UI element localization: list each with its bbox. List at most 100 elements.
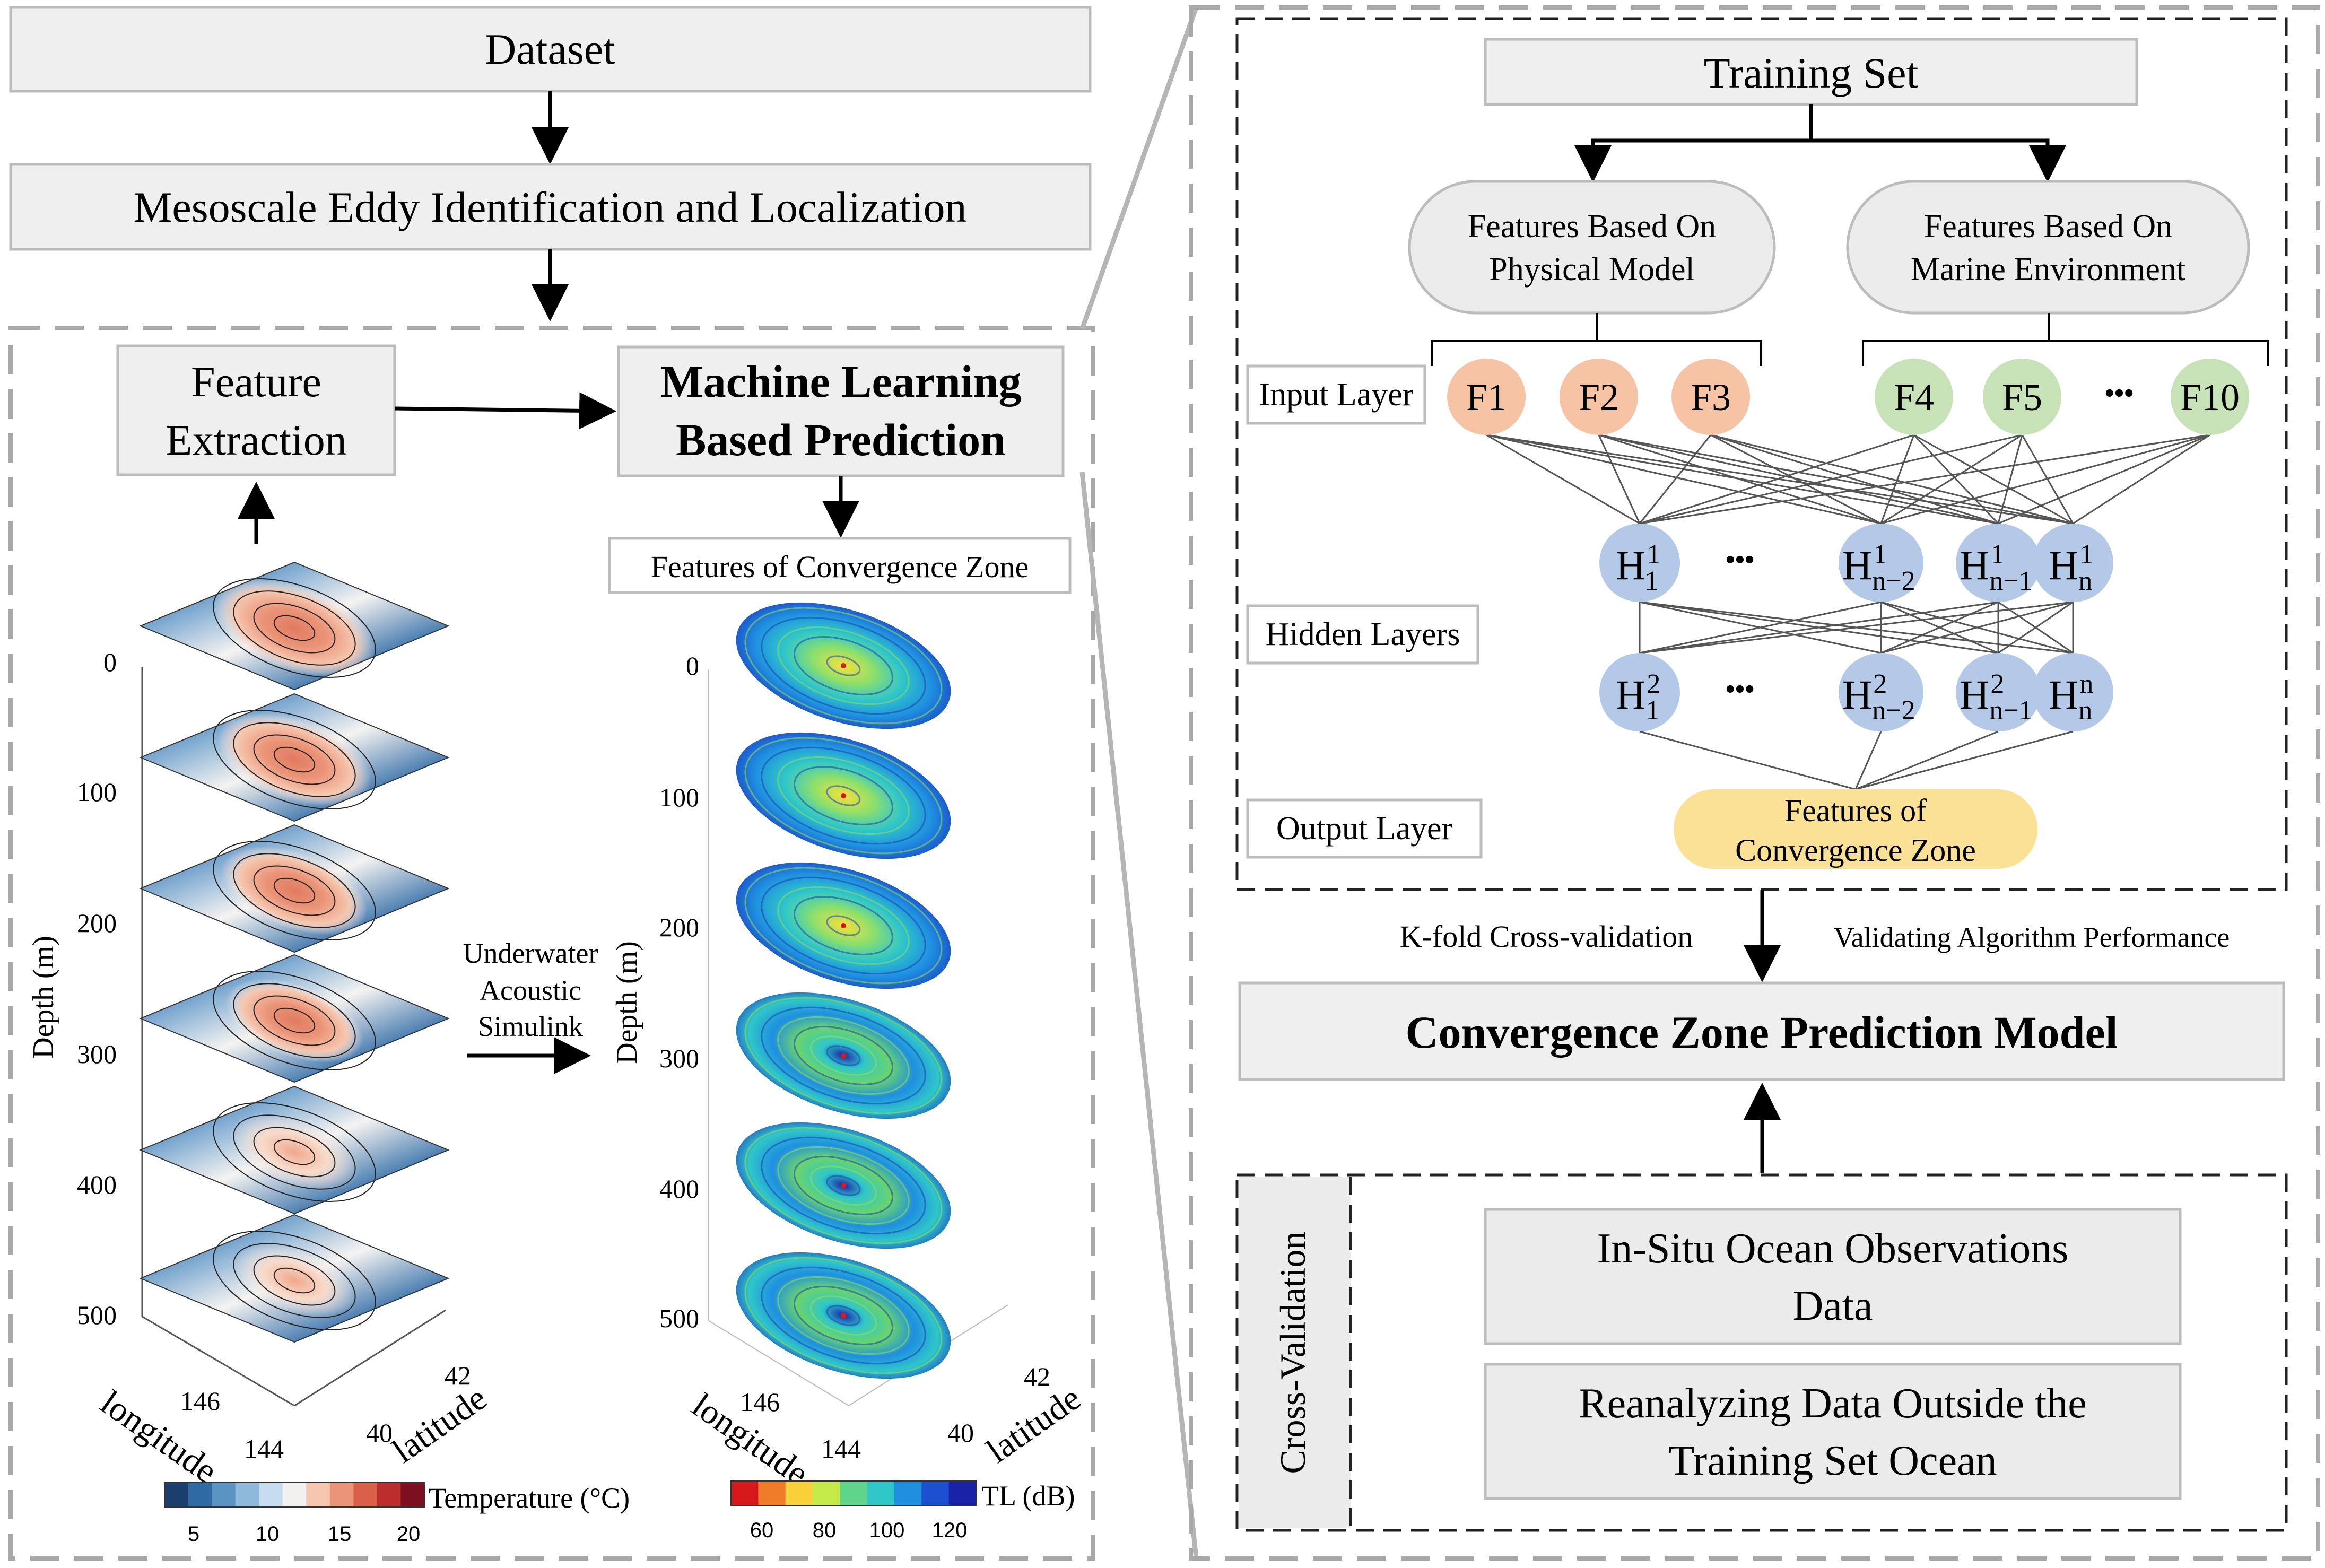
input-node-f2-label: F2: [1579, 376, 1619, 419]
hidden2-node-n: [2033, 653, 2113, 731]
arrow-training-to-marine: [1811, 138, 2066, 182]
edge: [1880, 601, 2074, 654]
tl-colorbar-swatch: [894, 1481, 922, 1505]
temp-depth-tick-500: 500: [77, 1300, 117, 1330]
tl-slice: [736, 732, 951, 859]
temp-slice: [139, 693, 450, 822]
tl-slice: [736, 1252, 951, 1379]
tl-slice: [736, 602, 951, 729]
validating-label: Validating Algorithm Performance: [1834, 921, 2230, 953]
tl-stack-plot: 0 100 200 300 400 500 Depth (m) longitud…: [611, 602, 1088, 1542]
temp-colorbar-tick-10: 10: [256, 1522, 280, 1546]
input-layer-box: [1246, 364, 1426, 425]
cross-validation-label: Cross-Validation: [1273, 1231, 1313, 1474]
temp-depth-tick-0: 0: [103, 647, 117, 677]
arrow-feature-to-ml: [394, 392, 616, 430]
temp-colorbar-swatch: [282, 1483, 307, 1507]
right-dashed-panel: [1189, 5, 2320, 1561]
edge: [1639, 601, 1999, 654]
reanalyzing-line1: Reanalyzing Data Outside the: [1579, 1380, 2086, 1427]
output-node-line2: Convergence Zone: [1735, 833, 1976, 868]
network-dashed-box: [1235, 17, 2288, 891]
tl-slice: [736, 992, 951, 1119]
underwater-line1: Underwater: [463, 937, 598, 969]
temp-colorbar-swatch: [188, 1483, 213, 1507]
reanalyzing-line2: Training Set Ocean: [1668, 1438, 1997, 1484]
temp-slice: [139, 1085, 450, 1215]
network-edges: [1486, 434, 2210, 790]
temp-depth-tick-300: 300: [77, 1039, 117, 1069]
input-node-f1-label: F1: [1466, 376, 1507, 419]
tl-longitude-tick-146: 146: [740, 1387, 780, 1417]
hidden2-ellipsis: •••: [1726, 674, 1755, 704]
training-set-box: [1484, 38, 2138, 106]
edge: [1639, 434, 2023, 525]
edge: [1710, 434, 1882, 525]
output-node-line1: Features of: [1784, 793, 1927, 828]
temp-longitude-tick-144: 144: [244, 1434, 284, 1464]
tl-depth-tick-500: 500: [659, 1303, 699, 1333]
tl-depth-tick-0: 0: [686, 651, 699, 681]
tl-colorbar-tick-80: 80: [813, 1519, 837, 1542]
physical-brace: [1431, 313, 1762, 366]
tl-colorbar-tick-120: 120: [932, 1519, 968, 1542]
tl-latitude-label: latitude: [980, 1379, 1088, 1470]
temp-colorbar-swatch: [306, 1483, 330, 1507]
training-set-label: Training Set: [1704, 49, 1919, 97]
temp-colorbar-swatch: [235, 1483, 260, 1507]
temp-colorbar: [164, 1482, 425, 1508]
edge: [1639, 434, 2210, 525]
input-layer-label: Input Layer: [1259, 377, 1414, 413]
input-node-f4-label: F4: [1894, 376, 1934, 419]
feature-extraction-line2: Extraction: [166, 416, 347, 464]
input-nodes: F1 F2 F3 F4 F5 F10 •••: [1447, 359, 2249, 435]
eddy-identification-box: [9, 163, 1092, 251]
edge: [1639, 601, 1882, 654]
temp-colorbar-swatch: [377, 1483, 402, 1507]
zoom-line-top: [1079, 6, 1199, 330]
underwater-line2: Acoustic: [480, 974, 581, 1006]
edge: [1913, 434, 1999, 525]
temp-colorbar-tick-20: 20: [397, 1522, 421, 1546]
tl-colorbar-tick-100: 100: [869, 1519, 905, 1542]
kfold-label: K-fold Cross-validation: [1400, 919, 1693, 954]
temp-latitude-label: latitude: [386, 1379, 494, 1470]
hidden2-node-n-1: [1956, 653, 2041, 731]
edge: [1486, 434, 2074, 525]
output-node: [1674, 789, 2037, 869]
edge: [1880, 434, 2023, 525]
edge: [1639, 601, 2074, 654]
input-node-f4: [1875, 359, 1953, 435]
hidden1-ellipsis: •••: [1726, 544, 1755, 575]
edge: [1880, 434, 2210, 525]
insitu-line1: In-Situ Ocean Observations: [1597, 1225, 2069, 1272]
temp-slice: [139, 954, 450, 1083]
tl-colorbar-swatch: [758, 1481, 786, 1505]
edge: [1880, 601, 1999, 654]
tl-depth-tick-300: 300: [659, 1043, 699, 1073]
temp-depth-label: Depth (m): [27, 936, 60, 1059]
tl-depth-tick-400: 400: [659, 1174, 699, 1204]
input-node-f3: [1671, 359, 1750, 435]
tl-latitude-tick-40: 40: [947, 1418, 974, 1448]
eddy-identification-label: Mesoscale Eddy Identification and Locali…: [133, 183, 966, 231]
arrow-training-to-physical: [1574, 104, 1813, 182]
tl-depth-tick-200: 200: [659, 912, 699, 942]
insitu-box: [1484, 1208, 2182, 1345]
temp-colorbar-swatch: [329, 1483, 354, 1507]
ml-prediction-line1: Machine Learning: [660, 356, 1022, 407]
edge: [1639, 434, 1712, 524]
temp-depth-tick-100: 100: [77, 777, 117, 807]
tl-depth-tick-100: 100: [659, 782, 699, 812]
insitu-line2: Data: [1792, 1283, 1873, 1329]
tl-colorbar-tick-60: 60: [750, 1519, 774, 1542]
tl-depth-label: Depth (m): [611, 941, 643, 1064]
